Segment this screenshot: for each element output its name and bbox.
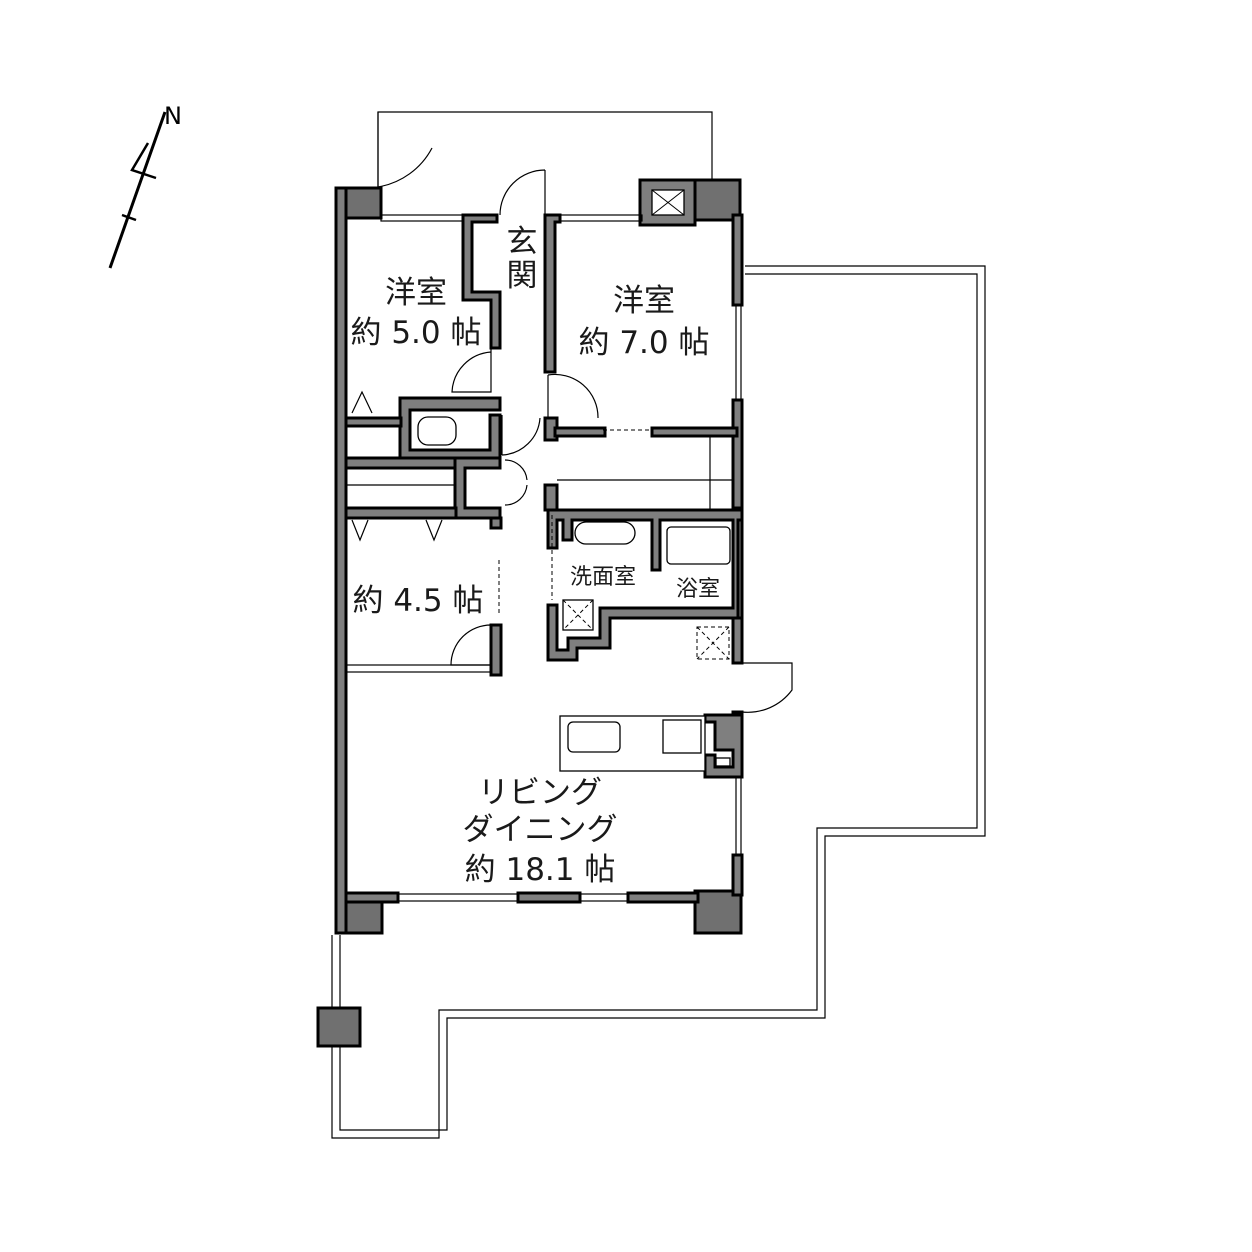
pipe-space	[638, 178, 697, 227]
western-room-a-name: 洋室	[385, 275, 447, 311]
interior-walls	[344, 213, 744, 779]
entrance-porch	[377, 111, 713, 216]
entrance-label-1: 玄	[507, 224, 538, 260]
entrance-label-2: 関	[507, 258, 538, 294]
western-room-a-area: 約 5.0 帖	[350, 315, 481, 351]
north-arrow: N	[108, 102, 182, 269]
living-area: 約 18.1 帖	[465, 852, 616, 888]
washroom-label: 洗面室	[570, 565, 636, 590]
fixtures	[417, 416, 731, 772]
room-c-area: 約 4.5 帖	[352, 583, 483, 619]
north-label: N	[164, 102, 182, 130]
western-room-b-area: 約 7.0 帖	[578, 325, 709, 361]
living-label-1: リビング	[478, 775, 602, 811]
balcony-outline	[331, 265, 986, 1139]
living-label-2: ダイニング	[463, 812, 618, 848]
bathroom-label: 浴室	[676, 577, 720, 602]
western-room-b-name: 洋室	[613, 283, 675, 319]
doors	[346, 348, 793, 713]
room-labels: 玄 関 洋室 約 5.0 帖 洋室 約 7.0 帖 約 4.5 帖 洗面室 浴室…	[350, 224, 720, 888]
